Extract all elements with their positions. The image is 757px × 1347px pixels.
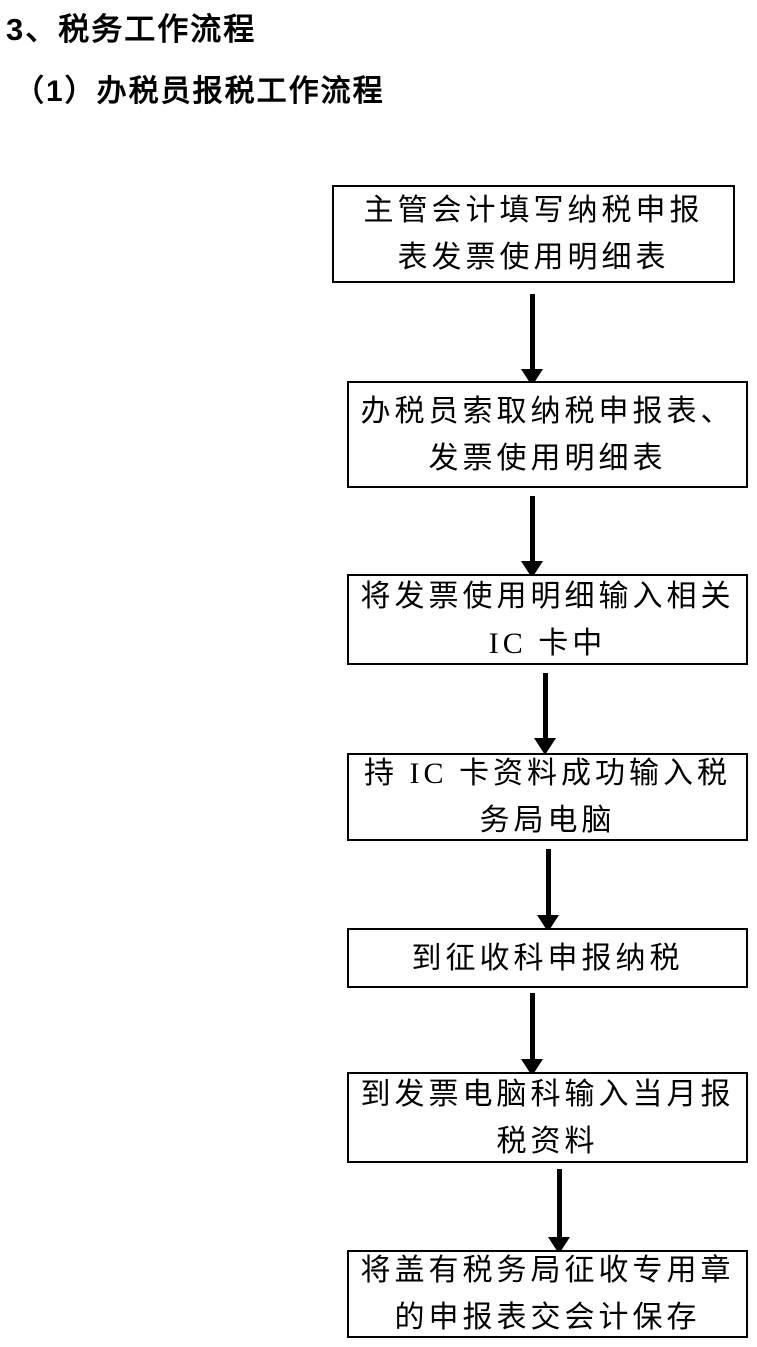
down-arrow-icon <box>521 294 543 386</box>
down-arrow-icon <box>521 496 543 578</box>
flow-step-5: 到征收科申报纳税 <box>347 928 748 988</box>
down-arrow-icon <box>521 993 543 1076</box>
down-arrow-icon <box>548 1169 570 1254</box>
arrow-head <box>534 738 556 755</box>
flow-step-6: 到发票电脑科输入当月报 税资料 <box>347 1072 748 1163</box>
arrow-head <box>521 1059 543 1076</box>
down-arrow-icon <box>534 673 556 755</box>
arrow-stem <box>529 294 535 372</box>
arrow-head <box>548 1237 570 1254</box>
section-title: 3、税务工作流程 <box>6 12 257 47</box>
arrow-head <box>537 915 559 932</box>
arrow-head <box>521 561 543 578</box>
arrow-stem <box>529 993 535 1062</box>
arrow-stem <box>542 673 548 741</box>
flow-step-3: 将发票使用明细输入相关 IC 卡中 <box>347 574 748 665</box>
flow-step-1: 主管会计填写纳税申报 表发票使用明细表 <box>332 185 735 283</box>
flow-step-4: 持 IC 卡资料成功输入税 务局电脑 <box>347 753 748 841</box>
down-arrow-icon <box>537 849 559 932</box>
subsection-title: （1）办税员报税工作流程 <box>14 75 385 108</box>
flow-step-7: 将盖有税务局征收专用章 的申报表交会计保存 <box>347 1250 748 1338</box>
arrow-stem <box>556 1169 562 1240</box>
flow-step-2: 办税员索取纳税申报表、 发票使用明细表 <box>347 381 748 488</box>
arrow-stem <box>529 496 535 564</box>
arrow-stem <box>545 849 551 918</box>
